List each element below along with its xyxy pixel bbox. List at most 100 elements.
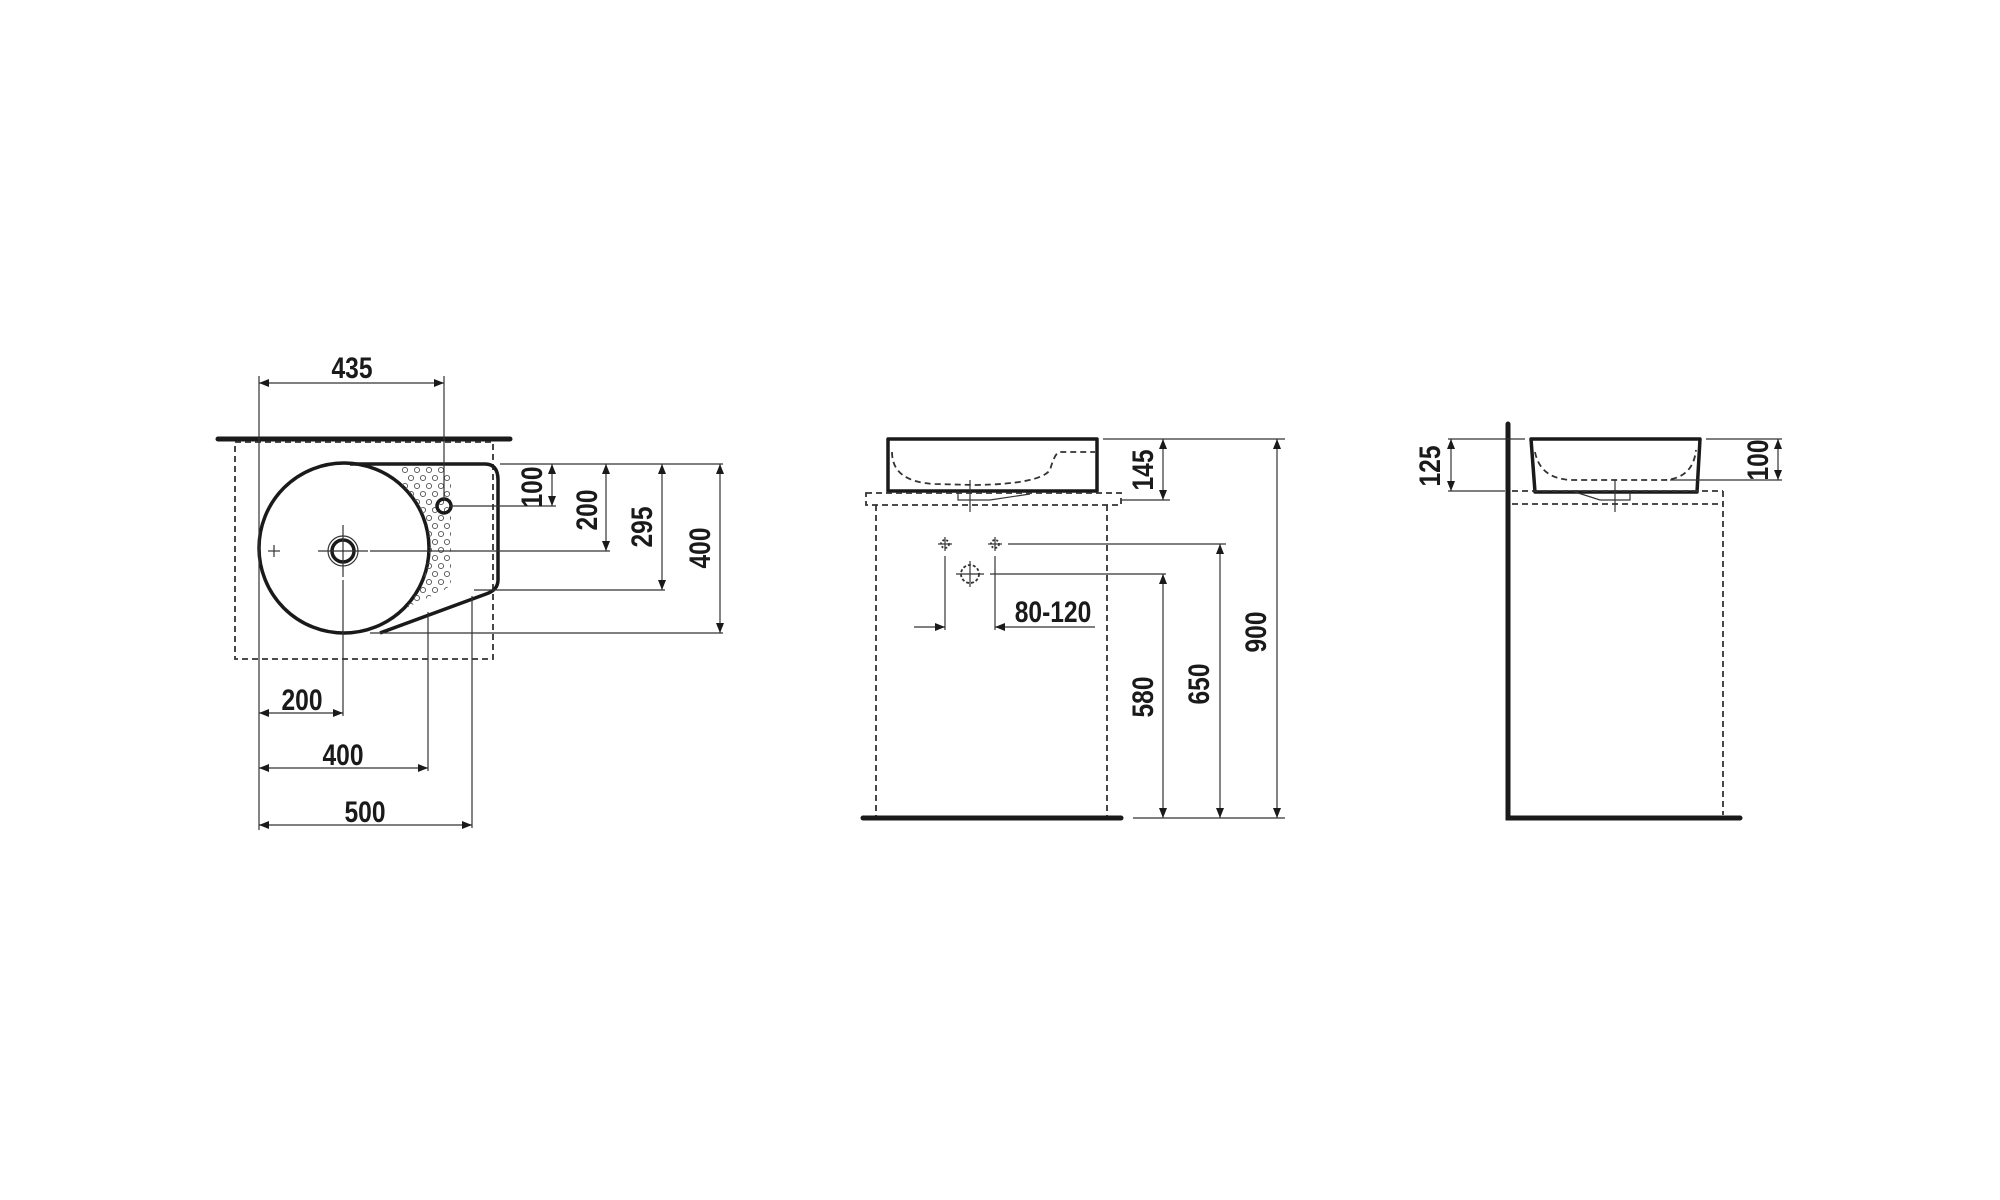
perforation-dot bbox=[413, 562, 421, 570]
drain bbox=[268, 525, 368, 577]
wall-floor-line bbox=[1505, 421, 1743, 821]
perforation-dot bbox=[413, 466, 421, 474]
perforation-dot bbox=[468, 507, 473, 512]
perforation-dot bbox=[443, 538, 451, 546]
dim-400-width: 400 bbox=[322, 738, 363, 772]
dim-900: 900 bbox=[1239, 611, 1273, 652]
perforation-dot bbox=[431, 618, 439, 626]
perforation-dot bbox=[407, 554, 415, 562]
perforation-dot bbox=[431, 602, 439, 610]
perforation-dot bbox=[456, 539, 461, 544]
basin-body bbox=[1529, 437, 1702, 494]
perforation-dot bbox=[407, 586, 415, 594]
dim-500: 500 bbox=[344, 795, 385, 829]
perforation-dot bbox=[407, 538, 415, 546]
tap-hole bbox=[435, 497, 453, 515]
perforation-dot bbox=[456, 507, 461, 512]
perforation-dot bbox=[419, 554, 427, 562]
perforation-dot bbox=[401, 514, 409, 522]
dim-200-width: 200 bbox=[281, 683, 322, 717]
perforation-dot bbox=[419, 602, 427, 610]
perforation-dot bbox=[425, 594, 433, 602]
perforation-dot bbox=[449, 546, 451, 554]
perforation-dot bbox=[437, 482, 445, 490]
perforation-dot bbox=[456, 587, 461, 592]
perforation-dot bbox=[401, 610, 409, 618]
perforation-dot bbox=[437, 594, 445, 602]
perforation-dot bbox=[407, 602, 415, 610]
perforation-dot bbox=[419, 490, 427, 498]
side-view: 125 100 bbox=[1413, 421, 1782, 821]
dim-200-depth: 200 bbox=[570, 489, 604, 530]
countertop-outline bbox=[865, 492, 1122, 506]
perforation-dot bbox=[449, 562, 451, 570]
perforation-dot bbox=[443, 618, 451, 626]
perforation-dot bbox=[401, 578, 409, 586]
perforation-dot bbox=[431, 586, 439, 594]
dim-295: 295 bbox=[625, 506, 659, 547]
perforation-dot bbox=[443, 554, 451, 562]
perforation-dot bbox=[431, 522, 439, 530]
perforation-dot bbox=[401, 594, 409, 602]
perforation-dot bbox=[413, 594, 421, 602]
perforation-dot bbox=[413, 546, 421, 554]
perforation-dot bbox=[413, 514, 421, 522]
perforation-dot bbox=[431, 570, 439, 578]
extension-lines bbox=[258, 376, 723, 830]
perforation-dot bbox=[449, 530, 451, 538]
perforation-dot bbox=[431, 538, 439, 546]
perforation-dot bbox=[437, 562, 445, 570]
bowl-hidden-line bbox=[891, 451, 1095, 486]
perforation-dot bbox=[456, 619, 461, 624]
cabinet-outline bbox=[234, 441, 494, 660]
front-view: 80-120 145 580 650 900 bbox=[860, 437, 1285, 821]
perforation-dot bbox=[449, 610, 451, 618]
perforation-dot bbox=[443, 474, 451, 482]
extension-lines bbox=[1447, 438, 1782, 492]
perforation-dot bbox=[407, 570, 415, 578]
perforation-dot bbox=[401, 546, 409, 554]
perforation-dot bbox=[443, 522, 451, 530]
perforation-dot bbox=[462, 579, 467, 584]
perforation-dot bbox=[401, 466, 409, 474]
perforation-dot bbox=[431, 554, 439, 562]
perforation-dot bbox=[468, 555, 473, 560]
perforation-dot bbox=[413, 530, 421, 538]
perforation-dot bbox=[462, 499, 467, 504]
perforation-dot bbox=[468, 539, 473, 544]
basin-outline bbox=[257, 461, 500, 635]
supply-fixings bbox=[938, 537, 1002, 587]
perforation-dot bbox=[437, 578, 445, 586]
perforation-dot bbox=[468, 571, 473, 576]
perforation-dot bbox=[462, 611, 467, 616]
perforation-dot bbox=[468, 619, 473, 624]
perforation-dot bbox=[468, 475, 473, 480]
dim-400-depth: 400 bbox=[683, 527, 717, 568]
perforation-dot bbox=[401, 498, 409, 506]
dim-580: 580 bbox=[1126, 676, 1160, 717]
perforation-dot bbox=[437, 530, 445, 538]
perforation-dot bbox=[407, 506, 415, 514]
perforation-dot bbox=[443, 490, 451, 498]
dim-435: 435 bbox=[331, 351, 372, 385]
perforation-dot bbox=[437, 546, 445, 554]
perforation-dot bbox=[468, 523, 473, 528]
perforation-dot bbox=[449, 514, 451, 522]
extension-lines bbox=[914, 438, 1285, 819]
perforation-dot bbox=[431, 474, 439, 482]
dim-125: 125 bbox=[1413, 445, 1447, 486]
perforation-dot bbox=[419, 474, 427, 482]
dimension-lines bbox=[259, 379, 724, 829]
perforation-dot bbox=[425, 482, 433, 490]
perforation-dot bbox=[401, 530, 409, 538]
perforation-dot bbox=[449, 482, 451, 490]
plan-view: 435 100 200 295 400 200 400 500 bbox=[215, 351, 724, 830]
perforation-dot bbox=[462, 515, 467, 520]
dim-80-120: 80-120 bbox=[1015, 595, 1092, 629]
perforation-dot bbox=[456, 523, 461, 528]
dim-145: 145 bbox=[1126, 449, 1160, 490]
bowl-hidden-line bbox=[1534, 449, 1697, 481]
perforation-dot bbox=[449, 578, 451, 586]
perforation-dot bbox=[413, 578, 421, 586]
perforation-dot bbox=[462, 531, 467, 536]
